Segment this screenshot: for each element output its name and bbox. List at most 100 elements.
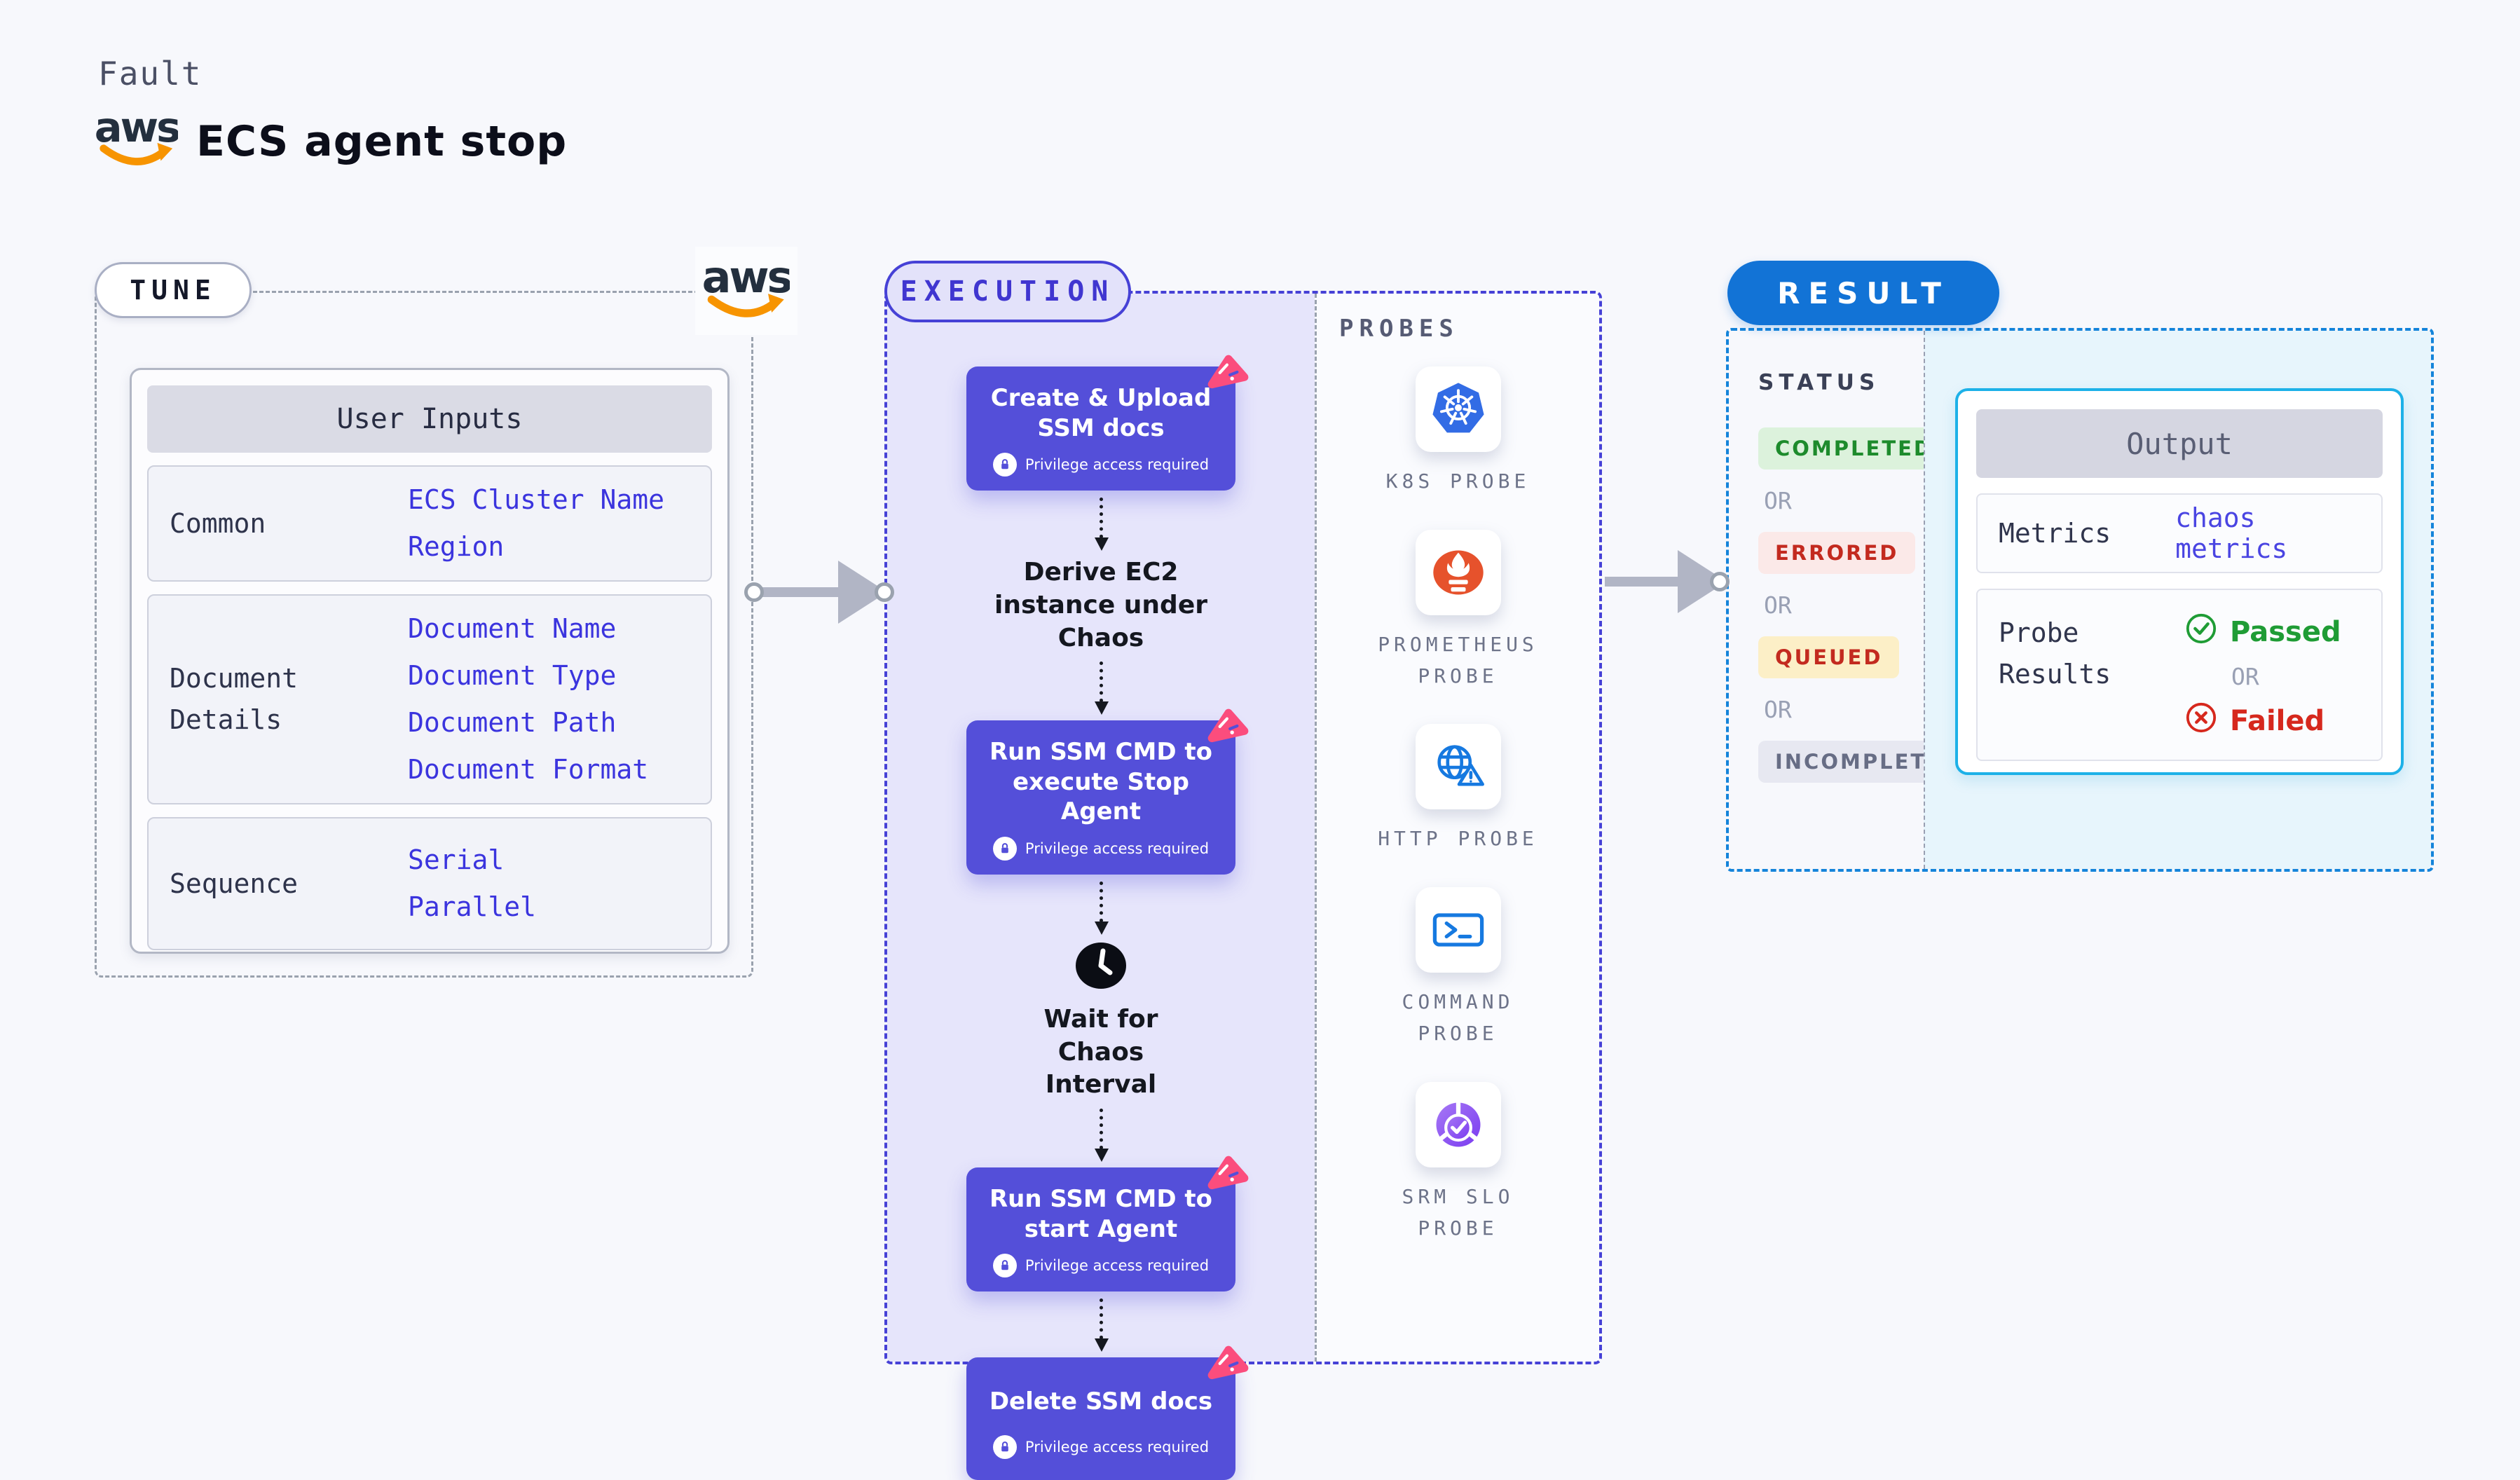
probe-name: COMMAND PROBE [1402,990,1514,1045]
status-badge-errored: ERRORED [1758,532,1916,574]
input-value: Region [408,531,505,562]
table-row: Sequence Serial Parallel [147,817,712,950]
probes-label: PROBES [1339,315,1459,343]
page-title: ECS agent stop [196,117,568,166]
dotted-arrow-icon [1094,1299,1109,1352]
slo-donut-icon [1415,1081,1501,1167]
failed-label: Failed [2230,705,2325,737]
or-separator: OR [2231,663,2259,690]
probe-name: K8S PROBE [1385,470,1531,493]
probes-column: PROBES K8S [1315,294,1599,1362]
execution-label: EXECUTION [900,275,1116,308]
row-label: Common [170,507,266,539]
step-title: Create & Upload SSM docs [990,384,1212,442]
wait-step: Wait for Chaos Interval [1010,940,1192,1102]
probe-name: PROMETHEUS PROBE [1378,632,1538,687]
probe-item-k8s: K8S PROBE [1366,366,1551,498]
probe-item-http: HTTP PROBE [1366,724,1551,855]
chaos-pin-icon [1205,352,1251,396]
privilege-note: Privilege access required [1025,1438,1210,1455]
x-circle-icon [2185,701,2217,741]
or-separator: OR [1764,696,1792,723]
aws-logo: aws [95,103,182,178]
status-column: STATUS COMPLETED OR ERRORED OR QUEUED OR… [1729,331,1979,869]
probe-results-label: Probe Results [1999,617,2111,690]
probe-results-row: Probe Results Passed OR [1976,589,2383,761]
status-badge-completed: COMPLETED [1758,427,1950,470]
step-text-derive-ec2: Derive EC2 instance under Chaos [994,558,1207,652]
lock-icon [992,836,1017,861]
table-row: Common ECS Cluster Name Region [147,465,712,582]
output-card: Output Metrics chaos metrics Probe Resul… [1955,388,2404,775]
passed-label: Passed [2230,616,2341,648]
or-separator: OR [1764,591,1792,619]
step-title: Delete SSM docs [989,1388,1213,1416]
or-separator: OR [1764,487,1792,514]
table-row: Document Details Document Name Document … [147,594,712,804]
execution-flow-column: Create & Upload SSM docs Privilege acces… [887,294,1315,1480]
result-label: RESULT [1777,275,1950,310]
input-value: Parallel [408,891,537,922]
execution-section-pill: EXECUTION [884,261,1131,322]
lock-icon [992,1254,1017,1278]
kubernetes-icon [1415,366,1501,452]
input-value: Serial [408,844,505,875]
fault-diagram-page: { "header": { "eyebrow": "Fault", "title… [94,55,2434,1480]
check-circle-icon [2185,612,2217,652]
probe-name: HTTP PROBE [1378,827,1538,851]
prometheus-icon [1415,529,1501,615]
privilege-note: Privilege access required [1025,456,1210,473]
input-value: Document Format [408,754,649,785]
svg-text:aws: aws [95,105,178,151]
step-card-run-ssm-stop-agent: Run SSM CMD to execute Stop Agent Privil… [966,709,1249,875]
metrics-label: Metrics [1999,518,2111,549]
input-value: Document Path [408,707,617,738]
dotted-arrow-icon [1094,498,1109,551]
page-title-row: aws ECS agent stop [95,103,568,178]
probe-item-command: COMMAND PROBE [1366,887,1551,1050]
step-title: Run SSM CMD to execute Stop Agent [989,738,1212,826]
chaos-pin-icon [1205,1153,1251,1197]
status-label: STATUS [1758,370,1880,395]
chaos-metrics-link: chaos metrics [2175,502,2288,564]
input-value: ECS Cluster Name [408,484,665,515]
tune-section-pill: TUNE [95,262,252,318]
dotted-arrow-icon [1094,662,1109,715]
tune-section-box [95,291,753,978]
clock-icon [1074,940,1128,994]
dotted-arrow-icon [1094,881,1109,935]
step-card-create-upload-ssm-docs: Create & Upload SSM docs Privilege acces… [966,355,1249,491]
step-card-run-ssm-start-agent: Run SSM CMD to start Agent Privilege acc… [966,1156,1249,1292]
user-inputs-table: User Inputs Common ECS Cluster Name Regi… [130,368,730,954]
privilege-note: Privilege access required [1025,1257,1210,1275]
dotted-arrow-icon [1094,1109,1109,1163]
input-value: Document Type [408,660,617,691]
probe-item-srm-slo: SRM SLO PROBE [1366,1081,1551,1245]
aws-logo-tune-corner: aws [695,247,797,335]
lock-icon [992,453,1017,477]
output-header: Output [1976,409,2383,478]
step-title: Run SSM CMD to start Agent [989,1185,1212,1243]
metrics-row: Metrics chaos metrics [1976,493,2383,573]
chaos-pin-icon [1205,1343,1251,1387]
fault-eyebrow-label: Fault [98,55,203,92]
lock-icon [992,1434,1017,1459]
probe-item-prometheus: PROMETHEUS PROBE [1366,529,1551,692]
execution-section-box: Create & Upload SSM docs Privilege acces… [884,291,1602,1480]
step-text-wait-chaos: Wait for Chaos Interval [1043,1004,1158,1099]
svg-text:aws: aws [703,254,790,303]
status-badge-queued: QUEUED [1758,636,1900,678]
row-label: Sequence [170,868,299,899]
row-label: Document Details [170,663,299,735]
privilege-note: Privilege access required [1025,840,1210,857]
user-inputs-header: User Inputs [147,385,712,453]
aws-logo: aws [703,254,790,317]
probe-name: SRM SLO PROBE [1402,1184,1514,1240]
result-section-pill: RESULT [1727,261,1999,325]
chaos-pin-icon [1205,706,1251,750]
http-globe-icon [1415,724,1501,810]
input-value: Document Name [408,613,617,644]
tune-label: TUNE [130,275,217,306]
step-card-delete-ssm-docs: Delete SSM docs Privilege access require… [966,1345,1249,1480]
terminal-icon [1415,887,1501,973]
